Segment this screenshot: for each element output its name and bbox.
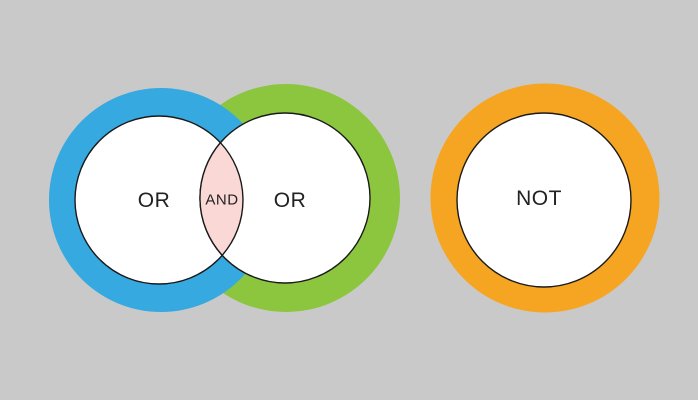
left-or-label: OR (138, 189, 171, 212)
not-label: NOT (516, 187, 562, 210)
right-inner-circle (200, 113, 370, 283)
intersection-lens (199, 142, 243, 256)
right-or-label: OR (274, 189, 307, 212)
and-label: AND (205, 192, 238, 209)
intersection-lens-outline (199, 141, 244, 257)
left-inner-circle (75, 116, 243, 284)
not-inner-circle-outline (456, 112, 632, 288)
not-inner-circle (457, 113, 631, 287)
